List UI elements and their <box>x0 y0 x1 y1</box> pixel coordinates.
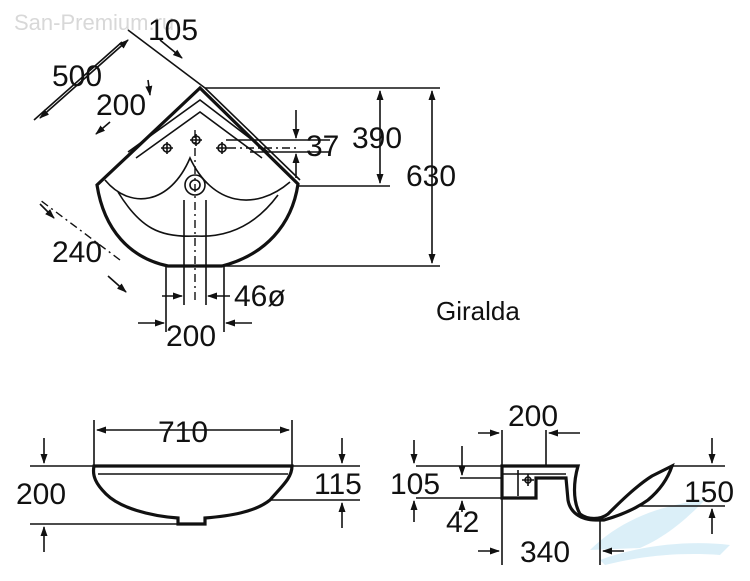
dim-390: 390 <box>352 122 402 155</box>
dim-200-bottom: 200 <box>166 320 216 353</box>
dim-200-front: 200 <box>16 478 66 511</box>
dim-500: 500 <box>52 60 102 93</box>
dim-200-tap: 200 <box>96 89 146 122</box>
plan-bowl-curve <box>104 156 291 201</box>
dim-340: 340 <box>520 536 570 569</box>
dim-150: 150 <box>684 476 734 509</box>
dim-46: 46ø <box>234 280 286 313</box>
dim-630: 630 <box>406 160 456 193</box>
dim-42: 42 <box>446 506 479 539</box>
side-basin-outline <box>500 462 675 522</box>
tap-hole-icon <box>161 134 228 154</box>
dim-710: 710 <box>158 416 208 449</box>
plan-view: 105 500 200 37 390 630 240 46ø <box>33 14 456 353</box>
dim-200-side: 200 <box>508 400 558 433</box>
watermark-logo <box>590 500 730 565</box>
front-view: 710 200 115 <box>16 416 362 552</box>
dim-240: 240 <box>52 236 102 269</box>
dim-115: 115 <box>314 468 362 501</box>
product-title: Giralda <box>436 296 520 326</box>
side-view: 200 105 42 150 340 <box>390 400 734 569</box>
dim-37: 37 <box>306 130 339 163</box>
dim-105: 105 <box>148 14 198 47</box>
side-tap-icon <box>522 474 534 486</box>
dim-105-side: 105 <box>390 468 440 501</box>
front-basin-outline <box>91 464 294 526</box>
watermark-text: San-Premium.ru <box>14 10 174 35</box>
plan-basin-outline <box>95 85 300 268</box>
